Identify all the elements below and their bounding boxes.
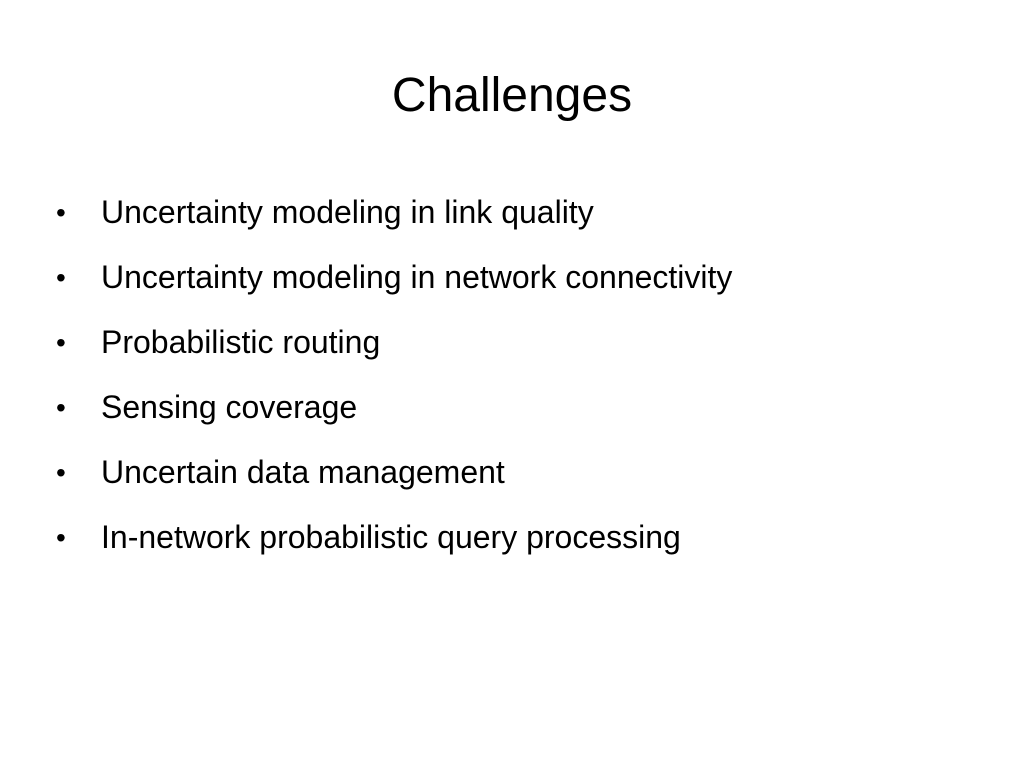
- slide-title: Challenges: [391, 69, 633, 122]
- bullet-marker: •: [56, 521, 66, 553]
- bullet-text: Uncertain data management: [101, 454, 505, 490]
- bullet-item: • Uncertainty modeling in link quality: [56, 180, 976, 245]
- bullet-text: In-network probabilistic query processin…: [101, 519, 681, 555]
- bullet-item: • In-network probabilistic query process…: [56, 505, 976, 570]
- bullet-marker: •: [56, 326, 66, 358]
- bullet-text: Probabilistic routing: [101, 324, 381, 360]
- bullet-item: • Uncertainty modeling in network connec…: [56, 245, 976, 310]
- bullet-list: • Uncertainty modeling in link quality •…: [56, 180, 976, 570]
- bullet-marker: •: [56, 261, 66, 293]
- bullet-marker: •: [56, 391, 66, 423]
- bullet-text: Uncertainty modeling in network connecti…: [101, 259, 733, 295]
- bullet-text: Sensing coverage: [101, 389, 358, 425]
- bullet-item: • Uncertain data management: [56, 440, 976, 505]
- bullet-item: • Sensing coverage: [56, 375, 976, 440]
- bullet-item: • Probabilistic routing: [56, 310, 976, 375]
- bullet-text: Uncertainty modeling in link quality: [101, 194, 594, 230]
- bullet-marker: •: [56, 456, 66, 488]
- bullet-marker: •: [56, 196, 66, 228]
